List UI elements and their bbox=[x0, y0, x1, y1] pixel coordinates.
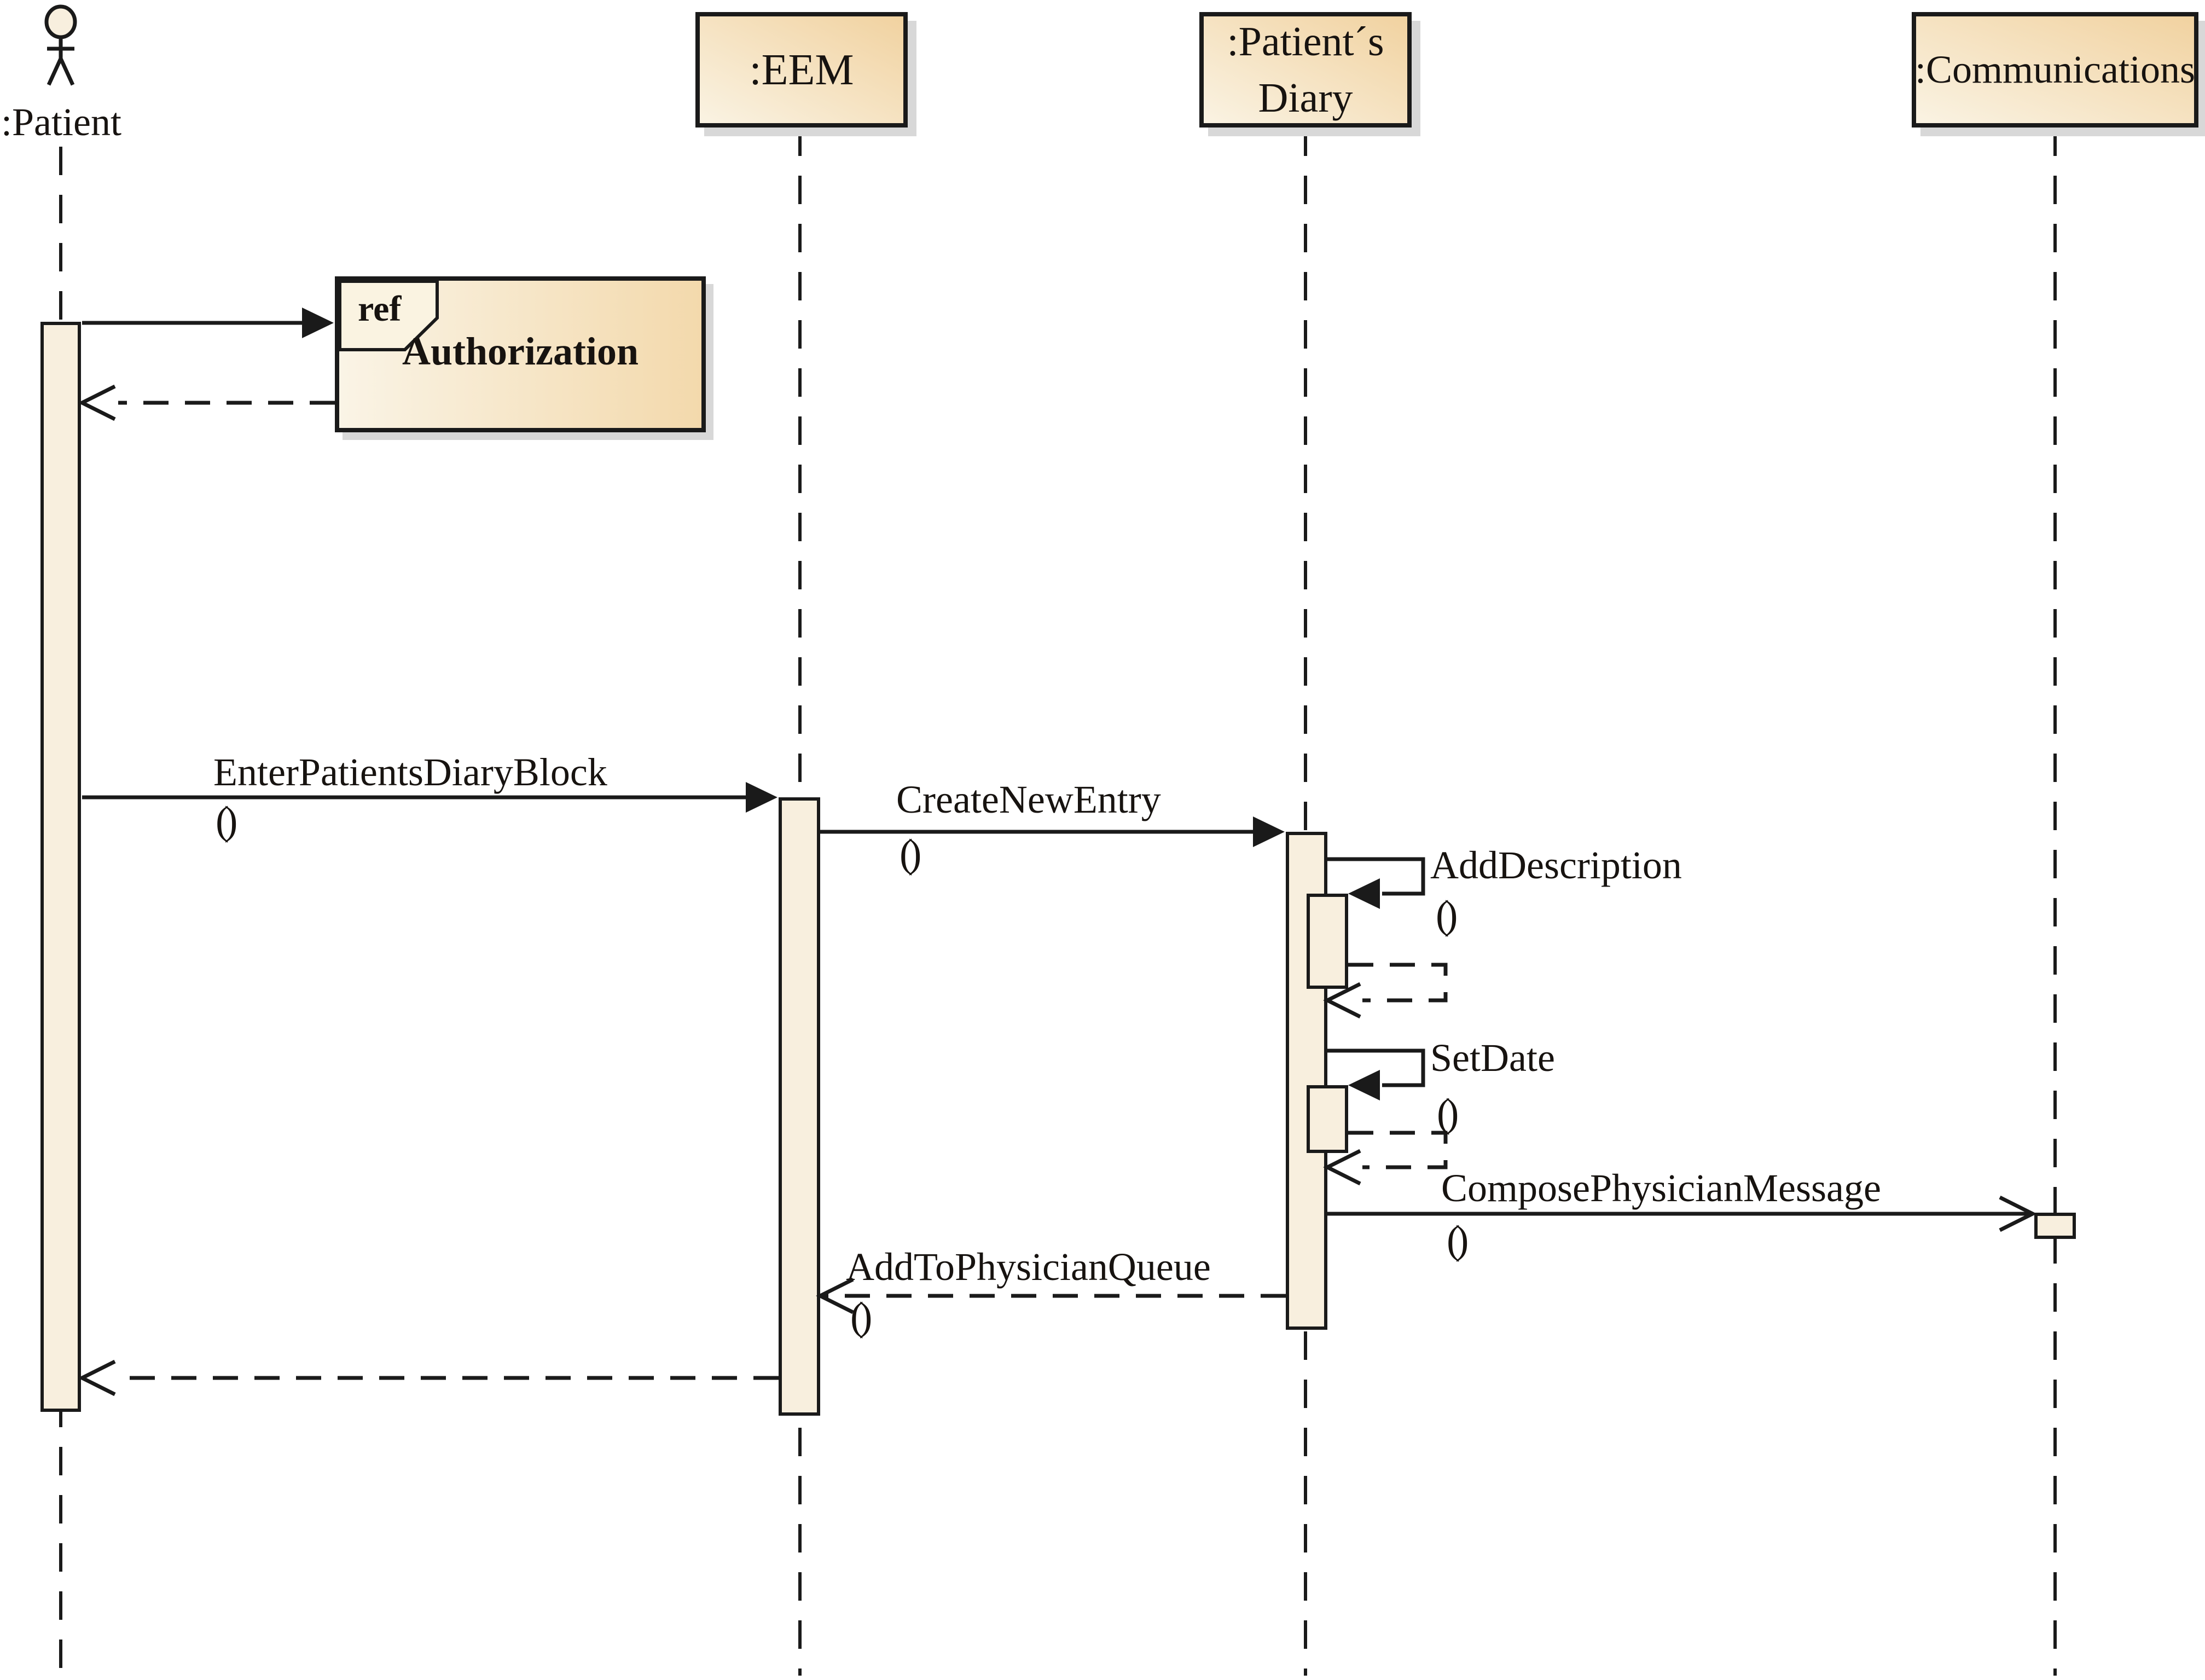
activation-patient bbox=[40, 322, 81, 1412]
activation-eem bbox=[779, 797, 820, 1416]
arrowhead-to-authorization bbox=[302, 308, 334, 338]
actor-head bbox=[44, 4, 77, 39]
ref-pentagon bbox=[338, 280, 439, 351]
participant-box-eem: :EEM bbox=[695, 12, 908, 128]
label-addtophysicianqueue: AddToPhysicianQueue bbox=[846, 1245, 1211, 1289]
args-adddescription: () bbox=[1436, 893, 1458, 937]
activation-communications bbox=[2034, 1213, 2076, 1239]
args-enterpatientsdiaryblock: () bbox=[216, 798, 237, 843]
arrow-setdate-self bbox=[1327, 1048, 1425, 1087]
arrowhead-enterpatientsdiaryblock bbox=[746, 782, 777, 813]
participant-label-patients-diary: :Patient´s Diary bbox=[1227, 18, 1384, 121]
participant-label-eem: :EEM bbox=[749, 45, 854, 94]
label-setdate: SetDate bbox=[1430, 1036, 1555, 1080]
args-setdate: () bbox=[1437, 1091, 1459, 1136]
openhead-authorization-return bbox=[78, 384, 116, 421]
ref-operator-label: ref bbox=[358, 289, 402, 329]
args-composephysicianmessage: () bbox=[1447, 1218, 1469, 1262]
openhead-setdate-return bbox=[1323, 1149, 1361, 1186]
args-createnewentry: () bbox=[900, 831, 921, 876]
participant-box-communications: :Communications bbox=[1912, 12, 2198, 128]
label-enterpatientsdiaryblock: EnterPatientsDiaryBlock bbox=[213, 750, 607, 794]
arrowhead-setdate bbox=[1348, 1070, 1380, 1100]
arrowhead-createnewentry bbox=[1253, 816, 1285, 847]
actor-icon bbox=[44, 4, 77, 86]
activation-setdate bbox=[1307, 1085, 1348, 1153]
openhead-final-return bbox=[78, 1359, 116, 1397]
arrow-adddescription-self bbox=[1327, 857, 1425, 896]
arrowhead-adddescription bbox=[1348, 878, 1380, 909]
participant-label-patient: :Patient bbox=[1, 100, 121, 144]
activation-adddescription bbox=[1307, 894, 1348, 989]
openhead-composephysicianmessage bbox=[1999, 1195, 2037, 1232]
args-addtophysicianqueue: () bbox=[850, 1294, 872, 1339]
openhead-adddescription-return bbox=[1323, 982, 1361, 1019]
ref-name-label: Authorization bbox=[402, 329, 639, 373]
return-setdate bbox=[1348, 1131, 1448, 1169]
label-adddescription: AddDescription bbox=[1430, 843, 1682, 887]
label-createnewentry: CreateNewEntry bbox=[896, 778, 1161, 821]
label-composephysicianmessage: ComposePhysicianMessage bbox=[1441, 1166, 1881, 1210]
return-adddescription bbox=[1348, 963, 1448, 1003]
ref-fragment-authorization: ref Authorization bbox=[335, 276, 706, 432]
participant-box-patients-diary: :Patient´s Diary bbox=[1199, 12, 1412, 128]
participant-label-communications: :Communications bbox=[1915, 47, 2195, 91]
